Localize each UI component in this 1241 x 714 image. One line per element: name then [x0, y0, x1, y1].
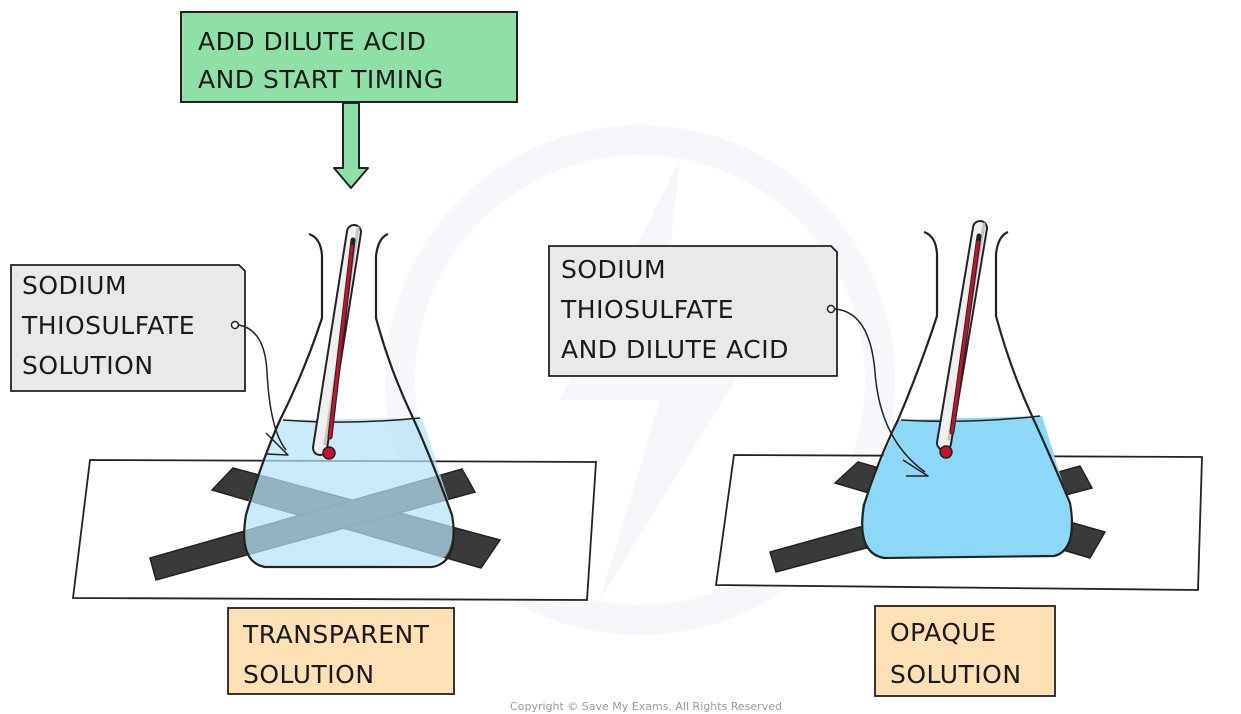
- right-result-line-1: OPAQUE: [890, 618, 997, 647]
- right-result-box: OPAQUE SOLUTION: [874, 605, 1056, 697]
- right-thermometer: [936, 220, 988, 459]
- right-callout-line-2: THIOSULFATE: [560, 295, 734, 324]
- instruction-line-2: AND START TIMING: [198, 65, 444, 94]
- left-callout-line-3: SOLUTION: [22, 351, 154, 380]
- instruction-box: ADD DILUTE ACID AND START TIMING: [180, 11, 518, 103]
- right-callout-box: SODIUM THIOSULFATE AND DILUTE ACID: [548, 245, 838, 377]
- copyright-text: Copyright © Save My Exams. All Rights Re…: [510, 700, 782, 713]
- left-callout-box: SODIUM THIOSULFATE SOLUTION: [10, 264, 246, 392]
- left-callout-line-2: THIOSULFATE: [21, 311, 195, 340]
- watermark-logo: [385, 125, 895, 635]
- left-conical-flask: [243, 232, 455, 569]
- left-result-line-1: TRANSPARENT: [242, 620, 430, 649]
- down-arrow-icon: [333, 102, 369, 189]
- left-callout-line-1: SODIUM: [22, 271, 127, 300]
- right-result-line-2: SOLUTION: [890, 660, 1022, 689]
- instruction-line-1: ADD DILUTE ACID: [198, 27, 426, 56]
- right-conical-flask: [860, 230, 1074, 560]
- right-callout-line-1: SODIUM: [561, 255, 666, 284]
- left-thermometer: [312, 224, 362, 460]
- left-result-box: TRANSPARENT SOLUTION: [227, 607, 455, 695]
- left-result-line-2: SOLUTION: [243, 660, 375, 689]
- right-callout-line-3: AND DILUTE ACID: [561, 335, 789, 364]
- right-pointer-line: [826, 304, 929, 477]
- left-pointer-line: [230, 320, 289, 456]
